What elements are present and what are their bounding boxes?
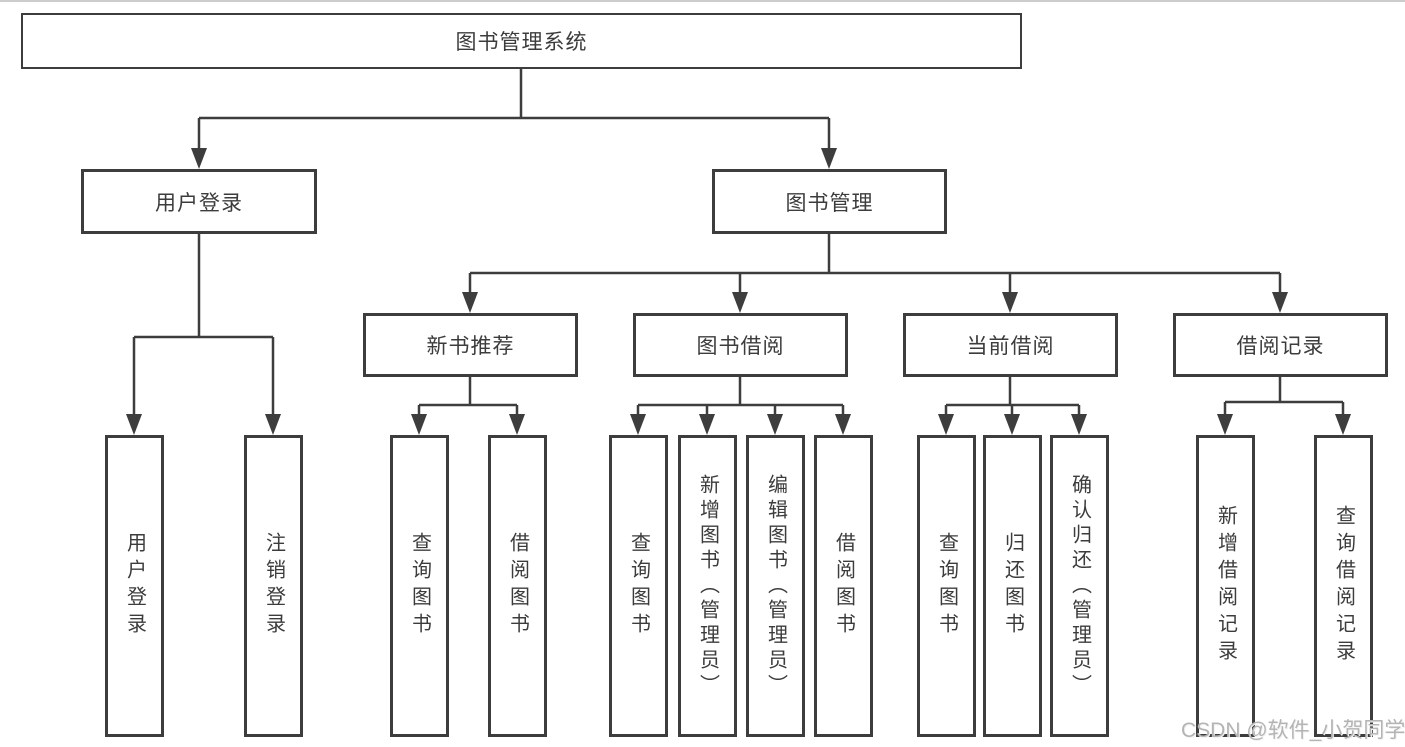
node-label: 用户登录 — [155, 191, 243, 215]
leaf-add-books-admin: 新增图书（管理员） — [678, 435, 737, 737]
leaf-logout: 注销登录 — [244, 435, 303, 737]
leaf-label: 查询图书 — [935, 532, 958, 640]
csdn-watermark: CSDN @软件_小贺同学 — [1181, 719, 1405, 742]
leaf-label: 编辑图书（管理员） — [764, 473, 787, 699]
leaf-label: 新增图书（管理员） — [696, 473, 719, 699]
node-label: 新书推荐 — [426, 335, 515, 358]
leaf-label: 借阅图书 — [832, 532, 855, 640]
leaf-label: 查询图书 — [627, 532, 650, 640]
leaf-borrow-books-recommend: 借阅图书 — [488, 435, 547, 737]
leaf-user-login: 用户登录 — [105, 435, 164, 737]
leaf-label: 注销登录 — [262, 532, 285, 640]
leaf-add-borrow-record: 新增借阅记录 — [1196, 435, 1255, 737]
leaf-label: 归还图书 — [1001, 532, 1024, 640]
node-book-management: 图书管理 — [712, 169, 947, 234]
leaf-query-borrow-record: 查询借阅记录 — [1314, 435, 1373, 737]
node-current-borrow: 当前借阅 — [903, 313, 1118, 377]
leaf-borrow-books: 借阅图书 — [814, 435, 873, 737]
leaf-edit-books-admin: 编辑图书（管理员） — [746, 435, 805, 737]
node-library-management-system: 图书管理系统 — [21, 13, 1022, 69]
node-label: 借阅记录 — [1236, 335, 1325, 358]
leaf-label: 查询图书 — [408, 532, 431, 640]
node-label: 图书管理 — [785, 191, 874, 215]
node-label: 当前借阅 — [966, 335, 1055, 358]
leaf-confirm-return-admin: 确认归还（管理员） — [1050, 435, 1109, 737]
leaf-query-books-borrow: 查询图书 — [609, 435, 668, 737]
leaf-label: 查询借阅记录 — [1332, 505, 1355, 667]
node-book-borrow: 图书借阅 — [633, 313, 848, 377]
leaf-return-books: 归还图书 — [983, 435, 1042, 737]
leaf-label: 新增借阅记录 — [1214, 505, 1237, 667]
node-label: 图书借阅 — [696, 335, 785, 358]
node-label: 图书管理系统 — [455, 31, 588, 54]
leaf-query-books-recommend: 查询图书 — [390, 435, 449, 737]
top-border-rule — [0, 0, 1405, 2]
leaf-label: 用户登录 — [123, 532, 146, 640]
node-user-login: 用户登录 — [81, 169, 317, 234]
leaf-label: 借阅图书 — [506, 532, 529, 640]
node-borrow-records: 借阅记录 — [1173, 313, 1388, 377]
leaf-query-books-current: 查询图书 — [917, 435, 976, 737]
node-new-book-recommend: 新书推荐 — [363, 313, 578, 377]
leaf-label: 确认归还（管理员） — [1068, 473, 1091, 699]
